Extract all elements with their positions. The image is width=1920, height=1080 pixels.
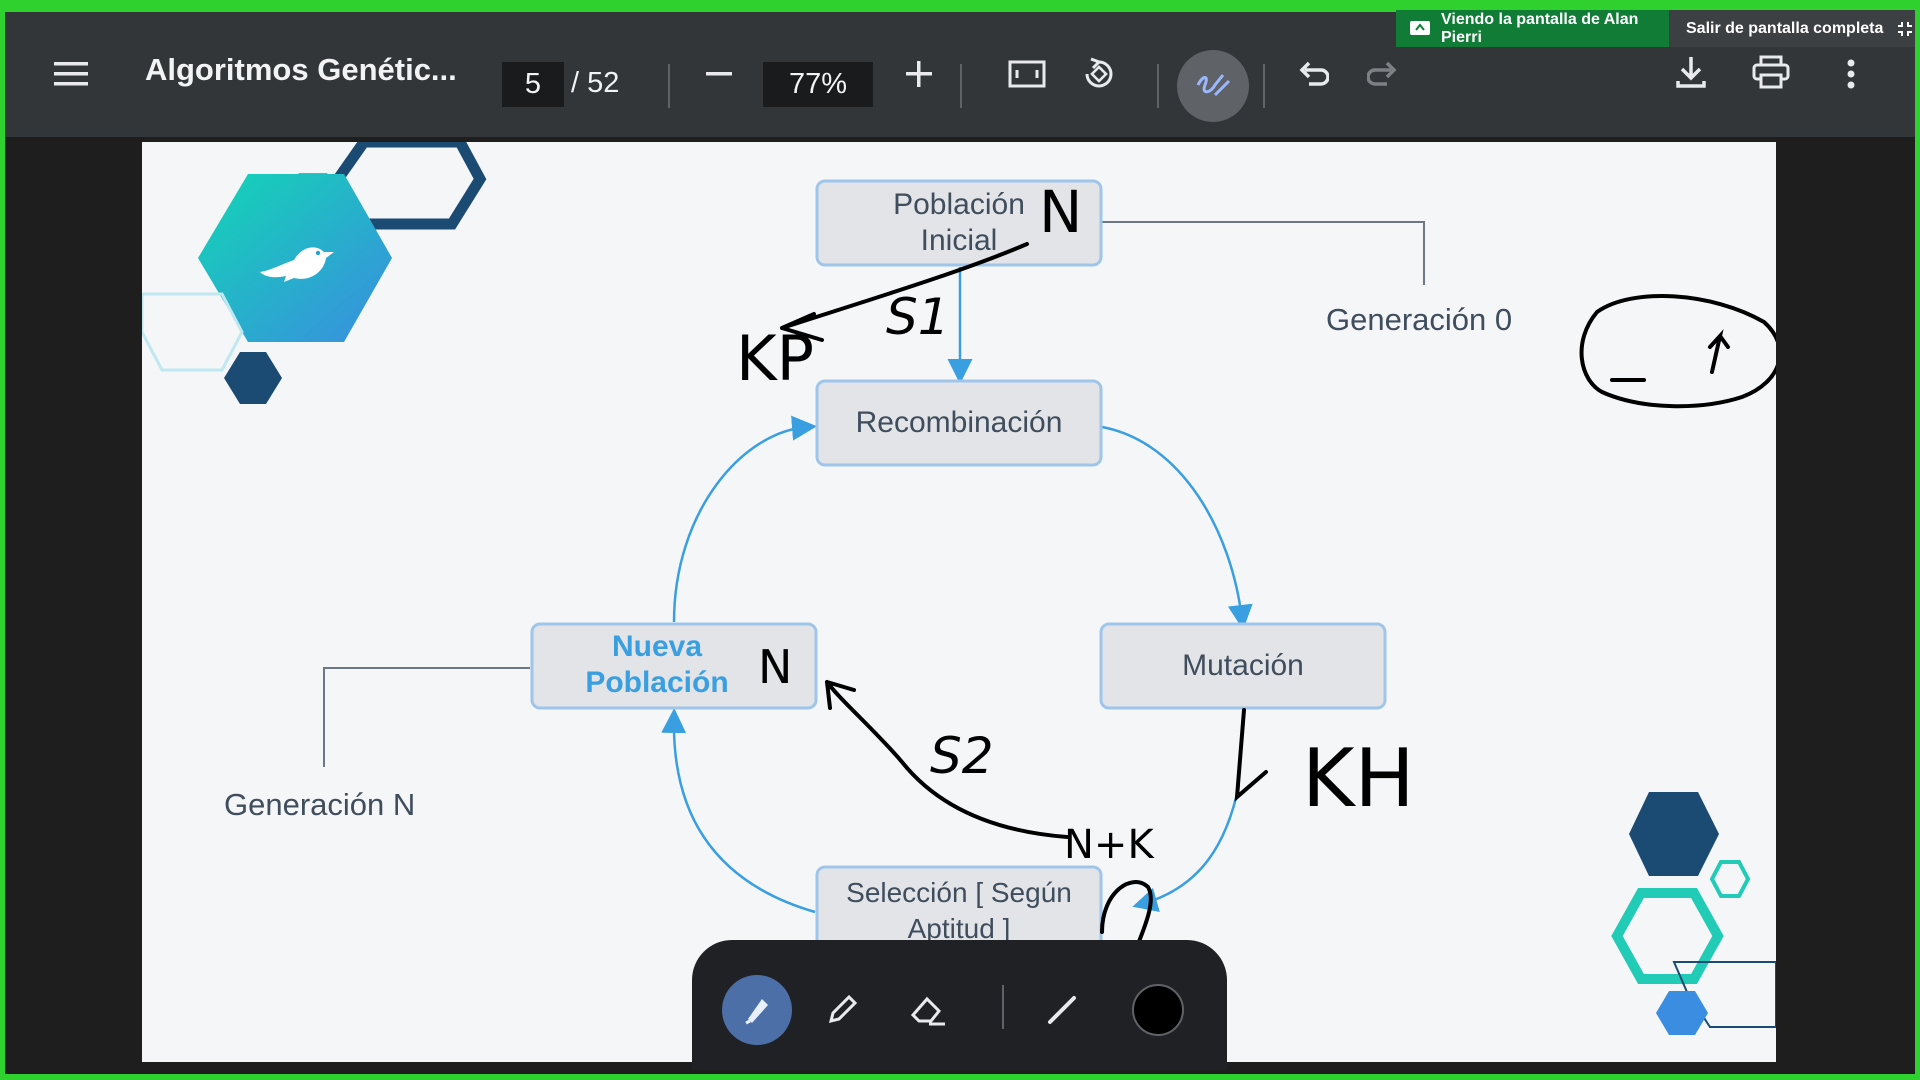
color-swatch[interactable] bbox=[1128, 980, 1188, 1040]
bird-icon bbox=[260, 247, 334, 282]
exit-fullscreen-icon bbox=[1897, 21, 1913, 37]
highlighter-icon bbox=[745, 999, 768, 1025]
exit-fullscreen-button[interactable]: Salir de pantalla completa bbox=[1669, 10, 1915, 47]
hexagon-decoration bbox=[1709, 860, 1751, 898]
pdf-page: Población Inicial Recombinación Mutación… bbox=[142, 142, 1776, 1062]
rotate-icon[interactable] bbox=[1073, 48, 1125, 100]
pdf-toolbar: Algoritmos Genétic... 5 / 52 77% bbox=[5, 12, 1915, 137]
page-number-input[interactable]: 5 bbox=[502, 62, 564, 107]
divider bbox=[960, 64, 962, 108]
eraser-icon bbox=[910, 996, 945, 1026]
divider bbox=[1002, 985, 1004, 1029]
label-generacion-n: Generación N bbox=[224, 787, 416, 822]
arrow-recomb-to-mutacion bbox=[1101, 425, 1253, 630]
print-icon[interactable] bbox=[1745, 46, 1797, 98]
fit-page-icon[interactable] bbox=[1001, 48, 1053, 100]
hexagon-logo bbox=[198, 174, 392, 342]
node-mutacion: Mutación bbox=[1182, 649, 1304, 682]
slide-diagram bbox=[142, 142, 1776, 1035]
ink-text-s2: S2 bbox=[930, 727, 994, 785]
ink-text-n-left: N bbox=[758, 640, 793, 694]
node-poblacion-inicial: Población Inicial bbox=[893, 188, 1025, 257]
node-recombinacion: Recombinación bbox=[855, 406, 1063, 439]
ink-up-arrow bbox=[1708, 329, 1730, 374]
ink-text-kh: KH bbox=[1302, 732, 1415, 825]
ink-text-s1: S1 bbox=[886, 288, 950, 346]
label-generacion-0: Generación 0 bbox=[1326, 302, 1513, 337]
hexagon-decoration bbox=[224, 352, 282, 404]
node-seleccion: Selección [ Según Aptitud ] bbox=[846, 877, 1072, 944]
exit-fullscreen-label: Salir de pantalla completa bbox=[1686, 19, 1884, 37]
redo-icon[interactable] bbox=[1357, 48, 1409, 100]
annotate-icon bbox=[1196, 74, 1231, 97]
zoom-level-input[interactable]: 77% bbox=[763, 62, 873, 107]
connector-gen0 bbox=[1102, 221, 1425, 285]
divider bbox=[1263, 64, 1265, 108]
ink-arrow-mutacion bbox=[1234, 708, 1268, 802]
screen-share-banner: Viendo la pantalla de Alan Pierri bbox=[1396, 10, 1669, 47]
node-box bbox=[815, 179, 1103, 267]
node-box bbox=[530, 622, 818, 710]
page-total: / 52 bbox=[571, 67, 620, 99]
arrow-mutacion-to-seleccion bbox=[1132, 784, 1241, 912]
divider bbox=[1157, 64, 1159, 108]
ink-arrow-s2 bbox=[825, 680, 1069, 839]
zoom-out-icon[interactable] bbox=[693, 48, 745, 100]
arrow-nueva-to-recomb bbox=[672, 415, 817, 623]
more-vert-icon[interactable] bbox=[1825, 48, 1877, 100]
document-title: Algoritmos Genétic... bbox=[145, 52, 457, 87]
download-icon[interactable] bbox=[1665, 46, 1717, 98]
eraser-button[interactable] bbox=[898, 980, 958, 1040]
highlighter-button[interactable] bbox=[722, 975, 792, 1045]
zoom-in-icon[interactable] bbox=[893, 48, 945, 100]
ink-text-n-top: N bbox=[1039, 178, 1083, 246]
screen-share-label: Viendo la pantalla de Alan Pierri bbox=[1441, 10, 1639, 46]
node-box bbox=[1099, 622, 1387, 710]
handwritten-annotations bbox=[780, 242, 1776, 949]
divider bbox=[668, 64, 670, 108]
thin-pen-icon bbox=[1048, 996, 1076, 1024]
ink-text-kp: KP bbox=[736, 322, 815, 395]
annotate-button[interactable] bbox=[1177, 50, 1249, 122]
menu-icon[interactable] bbox=[45, 48, 97, 100]
ink-text-n-plus-k: N+K bbox=[1064, 822, 1154, 868]
node-nueva-poblacion: Nueva Población bbox=[585, 630, 729, 699]
hexagon-decoration bbox=[142, 292, 244, 372]
hexagon-decoration bbox=[1629, 792, 1719, 876]
screen-share-icon bbox=[1409, 20, 1431, 38]
arrow-seleccion-to-nueva bbox=[661, 708, 816, 914]
hexagon-decoration bbox=[1611, 888, 1724, 984]
pen-icon bbox=[828, 994, 858, 1024]
ink-loop bbox=[1100, 880, 1153, 949]
node-box bbox=[815, 379, 1103, 467]
connector-genN bbox=[323, 667, 530, 767]
annotation-toolbar bbox=[692, 940, 1227, 1070]
undo-icon[interactable] bbox=[1287, 48, 1339, 100]
pen-button[interactable] bbox=[812, 980, 872, 1040]
hexagon-decoration bbox=[1656, 991, 1708, 1035]
thin-pen-button[interactable] bbox=[1032, 980, 1092, 1040]
ink-arrow-s1 bbox=[780, 242, 1029, 342]
ink-cloud bbox=[1579, 293, 1776, 409]
